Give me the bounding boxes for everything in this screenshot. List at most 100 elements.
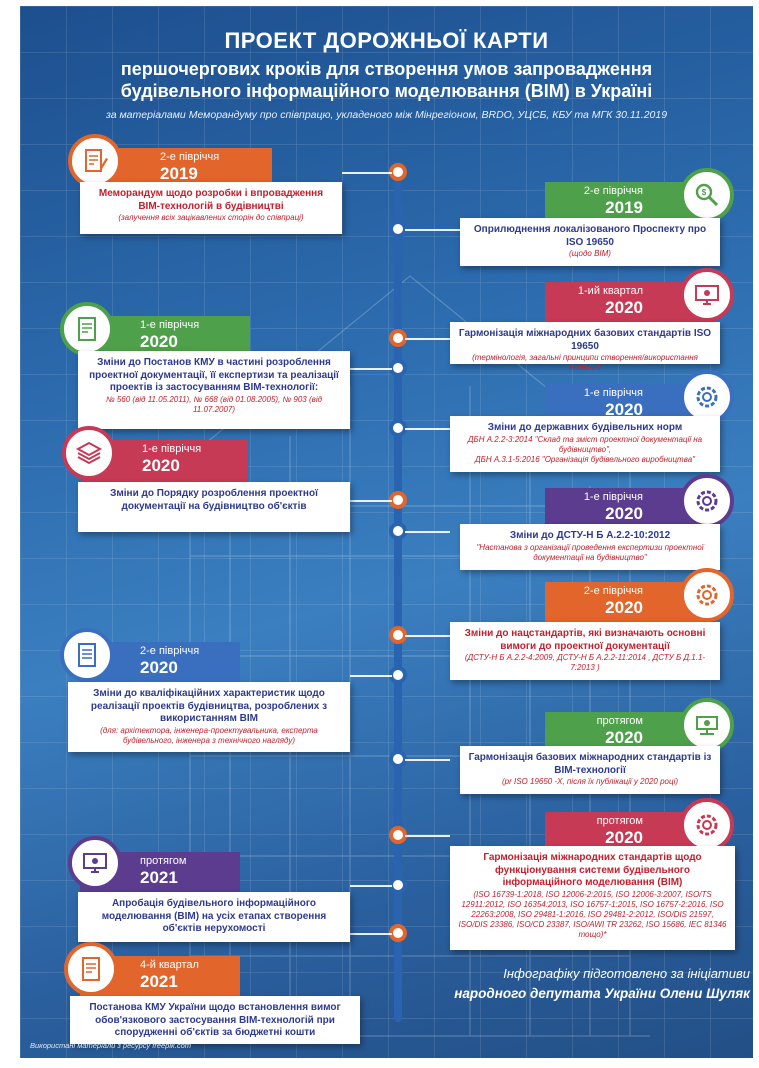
gear-clock-icon <box>680 568 734 622</box>
step-period: 1-е півріччя <box>142 443 202 455</box>
step-title: Оприлюднення локалізованого Проспекту пр… <box>473 224 707 248</box>
connector-line <box>405 759 450 761</box>
step-title: Зміни до ДСТУ-Н Б А.2.2-10:2012 <box>509 530 671 541</box>
step-note: (щодо BIM) <box>569 249 611 258</box>
step-card: Гармонізація міжнародних стандартів щодо… <box>450 846 735 950</box>
infographic-poster: ПРОЕКТ ДОРОЖНЬОЇ КАРТИ першочергових кро… <box>20 6 753 1058</box>
step-year: 2020 <box>605 598 643 617</box>
step-period-tag: 2-е півріччя 2019 <box>545 182 705 224</box>
step-year: 2021 <box>140 972 178 991</box>
step-year: 2020 <box>605 728 643 747</box>
step-note: (для: архітектора, інженера-проектувальн… <box>100 725 318 745</box>
step-title: Меморандум щодо розробки і впровадження … <box>98 188 324 212</box>
step-card: Апробація будівельного інформаційного мо… <box>78 892 350 942</box>
step-year: 2019 <box>160 164 198 183</box>
monitor-settings-icon <box>680 268 734 322</box>
step-title: Зміни до кваліфікаційних характеристик щ… <box>90 688 328 724</box>
step-note: (залучення всіх зацікавлених сторін до с… <box>118 213 304 222</box>
poster-subtitle: першочергових кроків для створення умов … <box>20 58 753 102</box>
step-period: 2-е півріччя <box>583 585 643 597</box>
step-year: 2020 <box>605 400 643 419</box>
footer-credit-line-2: народного депутата України Олени Шуляк <box>454 986 750 1001</box>
image-credit: Використані матеріали з ресурсу freepik.… <box>30 1041 192 1050</box>
step-title: Гармонізація базових міжнародних стандар… <box>468 752 712 776</box>
network-settings-icon <box>680 698 734 752</box>
step-card: Зміни до Порядку розроблення проектної д… <box>78 482 350 532</box>
step-title: Зміни до Постанов КМУ в частині розробле… <box>89 357 339 393</box>
footer-credit-line-1: Інфографіку підготовлено за ініціативи <box>503 966 750 981</box>
document-pen-icon <box>68 134 122 188</box>
step-note: ДБН А.2.2-3:2014 "Склад та зміст проектн… <box>467 434 703 454</box>
step-note: (pr ISO 19650 -X, після їх публікації у … <box>501 777 679 786</box>
subtitle-line-2: будівельного інформаційного моделювання … <box>120 81 653 101</box>
step-period: 2-е півріччя <box>160 151 220 163</box>
connector-line <box>405 635 450 637</box>
monitor-settings-icon <box>68 836 122 890</box>
document-check-icon <box>60 302 114 356</box>
step-title: Апробація будівельного інформаційного мо… <box>101 898 327 934</box>
step-title: Гармонізація міжнародних стандартів щодо… <box>483 852 702 888</box>
magnifier-icon: $ <box>680 168 734 222</box>
step-year: 2020 <box>605 504 643 523</box>
step-year: 2020 <box>605 298 643 317</box>
step-note: № 560 (від 11.05.2011), № 668 (від 01.08… <box>105 394 323 414</box>
connector-line <box>405 835 450 837</box>
step-title: Гармонізація міжнародних базових стандар… <box>458 328 712 352</box>
step-period: 1-е півріччя <box>140 319 200 331</box>
step-year: 2020 <box>140 332 178 351</box>
step-note: "Настанова з організації проведення експ… <box>476 542 704 562</box>
step-card: Гармонізація базових міжнародних стандар… <box>460 746 720 794</box>
connector-line <box>350 933 392 935</box>
connector-line <box>405 338 450 340</box>
step-card: Зміни до Постанов КМУ в частині розробле… <box>78 351 350 429</box>
connector-line <box>350 500 392 502</box>
step-period: 1-е півріччя <box>583 387 643 399</box>
source-note: за матеріалами Меморандуму про співпрацю… <box>105 109 668 121</box>
step-title: Зміни до державних будівельних норм <box>487 422 683 433</box>
step-year: 2020 <box>605 828 643 847</box>
step-card: Оприлюднення локалізованого Проспекту пр… <box>460 218 720 266</box>
step-year: 2021 <box>140 868 178 887</box>
step-note: (термінологія, загальні принципи створен… <box>472 353 698 372</box>
step-period: протягом <box>596 715 643 727</box>
poster-title: ПРОЕКТ ДОРОЖНЬОЇ КАРТИ <box>224 28 549 53</box>
step-year: 2020 <box>140 658 178 677</box>
connector-line <box>350 368 392 370</box>
step-year: 2020 <box>142 456 180 475</box>
step-card: Постанова КМУ України щодо встановлення … <box>70 996 360 1044</box>
step-period-tag: 1-е півріччя 2020 <box>545 488 705 530</box>
gear-clock-icon <box>680 798 734 852</box>
step-period: 2-е півріччя <box>583 185 643 197</box>
step-card: Зміни до кваліфікаційних характеристик щ… <box>68 682 350 752</box>
step-period: протягом <box>140 855 187 867</box>
connector-line <box>350 885 392 887</box>
gear-clock-icon <box>680 474 734 528</box>
step-note: (ДСТУ-Н Б А.2.2-4:2009, ДСТУ-Н Б А.2.2-1… <box>464 653 706 672</box>
step-card: Меморандум щодо розробки і впровадження … <box>80 182 342 234</box>
svg-text:$: $ <box>702 188 707 197</box>
step-card: Гармонізація міжнародних базових стандар… <box>450 322 720 372</box>
connector-line <box>405 531 450 533</box>
step-title: Постанова КМУ України щодо встановлення … <box>89 1002 341 1038</box>
connector-line <box>342 172 392 174</box>
step-year: 2019 <box>605 198 643 217</box>
step-period: 4-й квартал <box>140 959 199 971</box>
step-period: протягом <box>596 815 643 827</box>
connector-line <box>405 229 460 231</box>
timeline-axis <box>394 162 402 1022</box>
step-period: 1-ий квартал <box>577 285 643 297</box>
step-note: (ISO 16739-1:2018, ISO 12006-2:2015, ISO… <box>458 889 727 939</box>
step-card: Зміни до ДСТУ-Н Б А.2.2-10:2012 "Настано… <box>460 524 720 570</box>
connector-line <box>350 675 392 677</box>
document-list-icon <box>60 628 114 682</box>
connector-line <box>405 428 450 430</box>
step-period: 2-е півріччя <box>140 645 200 657</box>
step-period-tag: 2-е півріччя 2020 <box>545 582 705 624</box>
step-period-tag: 1-ий квартал 2020 <box>545 282 705 324</box>
step-title: Зміни до нацстандартів, які визначають о… <box>464 628 706 652</box>
gear-clock-icon <box>680 370 734 424</box>
step-period: 1-е півріччя <box>583 491 643 503</box>
step-card: Зміни до державних будівельних норм ДБН … <box>450 416 720 472</box>
step-card: Зміни до нацстандартів, які визначають о… <box>450 622 720 680</box>
subtitle-line-1: першочергових кроків для створення умов … <box>120 59 653 79</box>
